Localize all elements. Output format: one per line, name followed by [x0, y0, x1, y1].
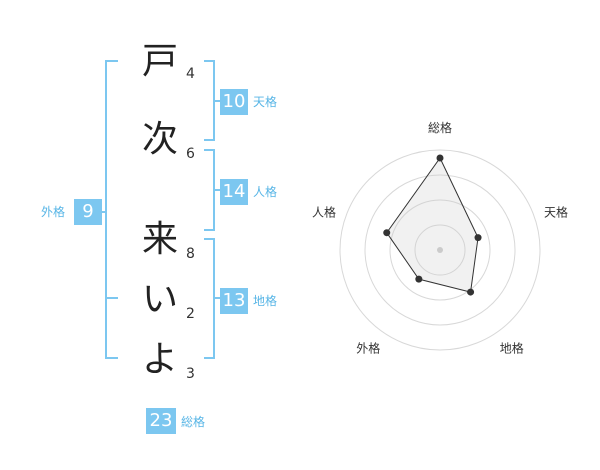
radar-ring: [414, 224, 466, 276]
radar-point: [474, 234, 482, 242]
radar-ring: [364, 174, 516, 326]
soukaku-label: 総格: [181, 415, 206, 429]
radar-axis-label: 地格: [500, 341, 524, 356]
stroke-count-5: 3: [186, 366, 195, 382]
name-char-3: 来: [141, 219, 178, 260]
gaikaku-label: 外格: [41, 205, 66, 219]
radar-axis-label: 天格: [544, 204, 568, 219]
radar-point: [383, 229, 391, 237]
stroke-count-4: 2: [186, 306, 195, 322]
radar-ring: [339, 149, 541, 351]
radar-axis-label: 総格: [428, 120, 452, 135]
stroke-count-3: 8: [186, 246, 195, 262]
radar-axis-label: 人格: [312, 204, 336, 219]
chikaku-value: 13: [220, 288, 248, 314]
stroke-count-2: 6: [186, 146, 195, 162]
radar-axis-label: 外格: [356, 341, 380, 356]
radar-center: [437, 247, 443, 253]
radar-polygon: [386, 157, 479, 293]
radar-point: [415, 275, 423, 283]
tenkaku-value: 10: [220, 89, 248, 115]
name-char-2: 次: [141, 119, 178, 160]
tenkaku-label: 天格: [253, 95, 278, 109]
chikaku-label: 地格: [253, 294, 278, 308]
jinkaku-value: 14: [220, 179, 248, 205]
name-char-4: い: [141, 279, 178, 320]
gaikaku-value: 9: [74, 199, 102, 225]
soukaku-value: 23: [146, 408, 176, 434]
radar-ring: [389, 199, 491, 301]
name-char-5: よ: [141, 339, 178, 380]
stroke-count-1: 4: [186, 66, 195, 82]
jinkaku-label: 人格: [253, 185, 278, 199]
radar-point: [467, 288, 475, 296]
name-char-1: 戸: [141, 41, 178, 82]
radar-point: [436, 154, 444, 162]
